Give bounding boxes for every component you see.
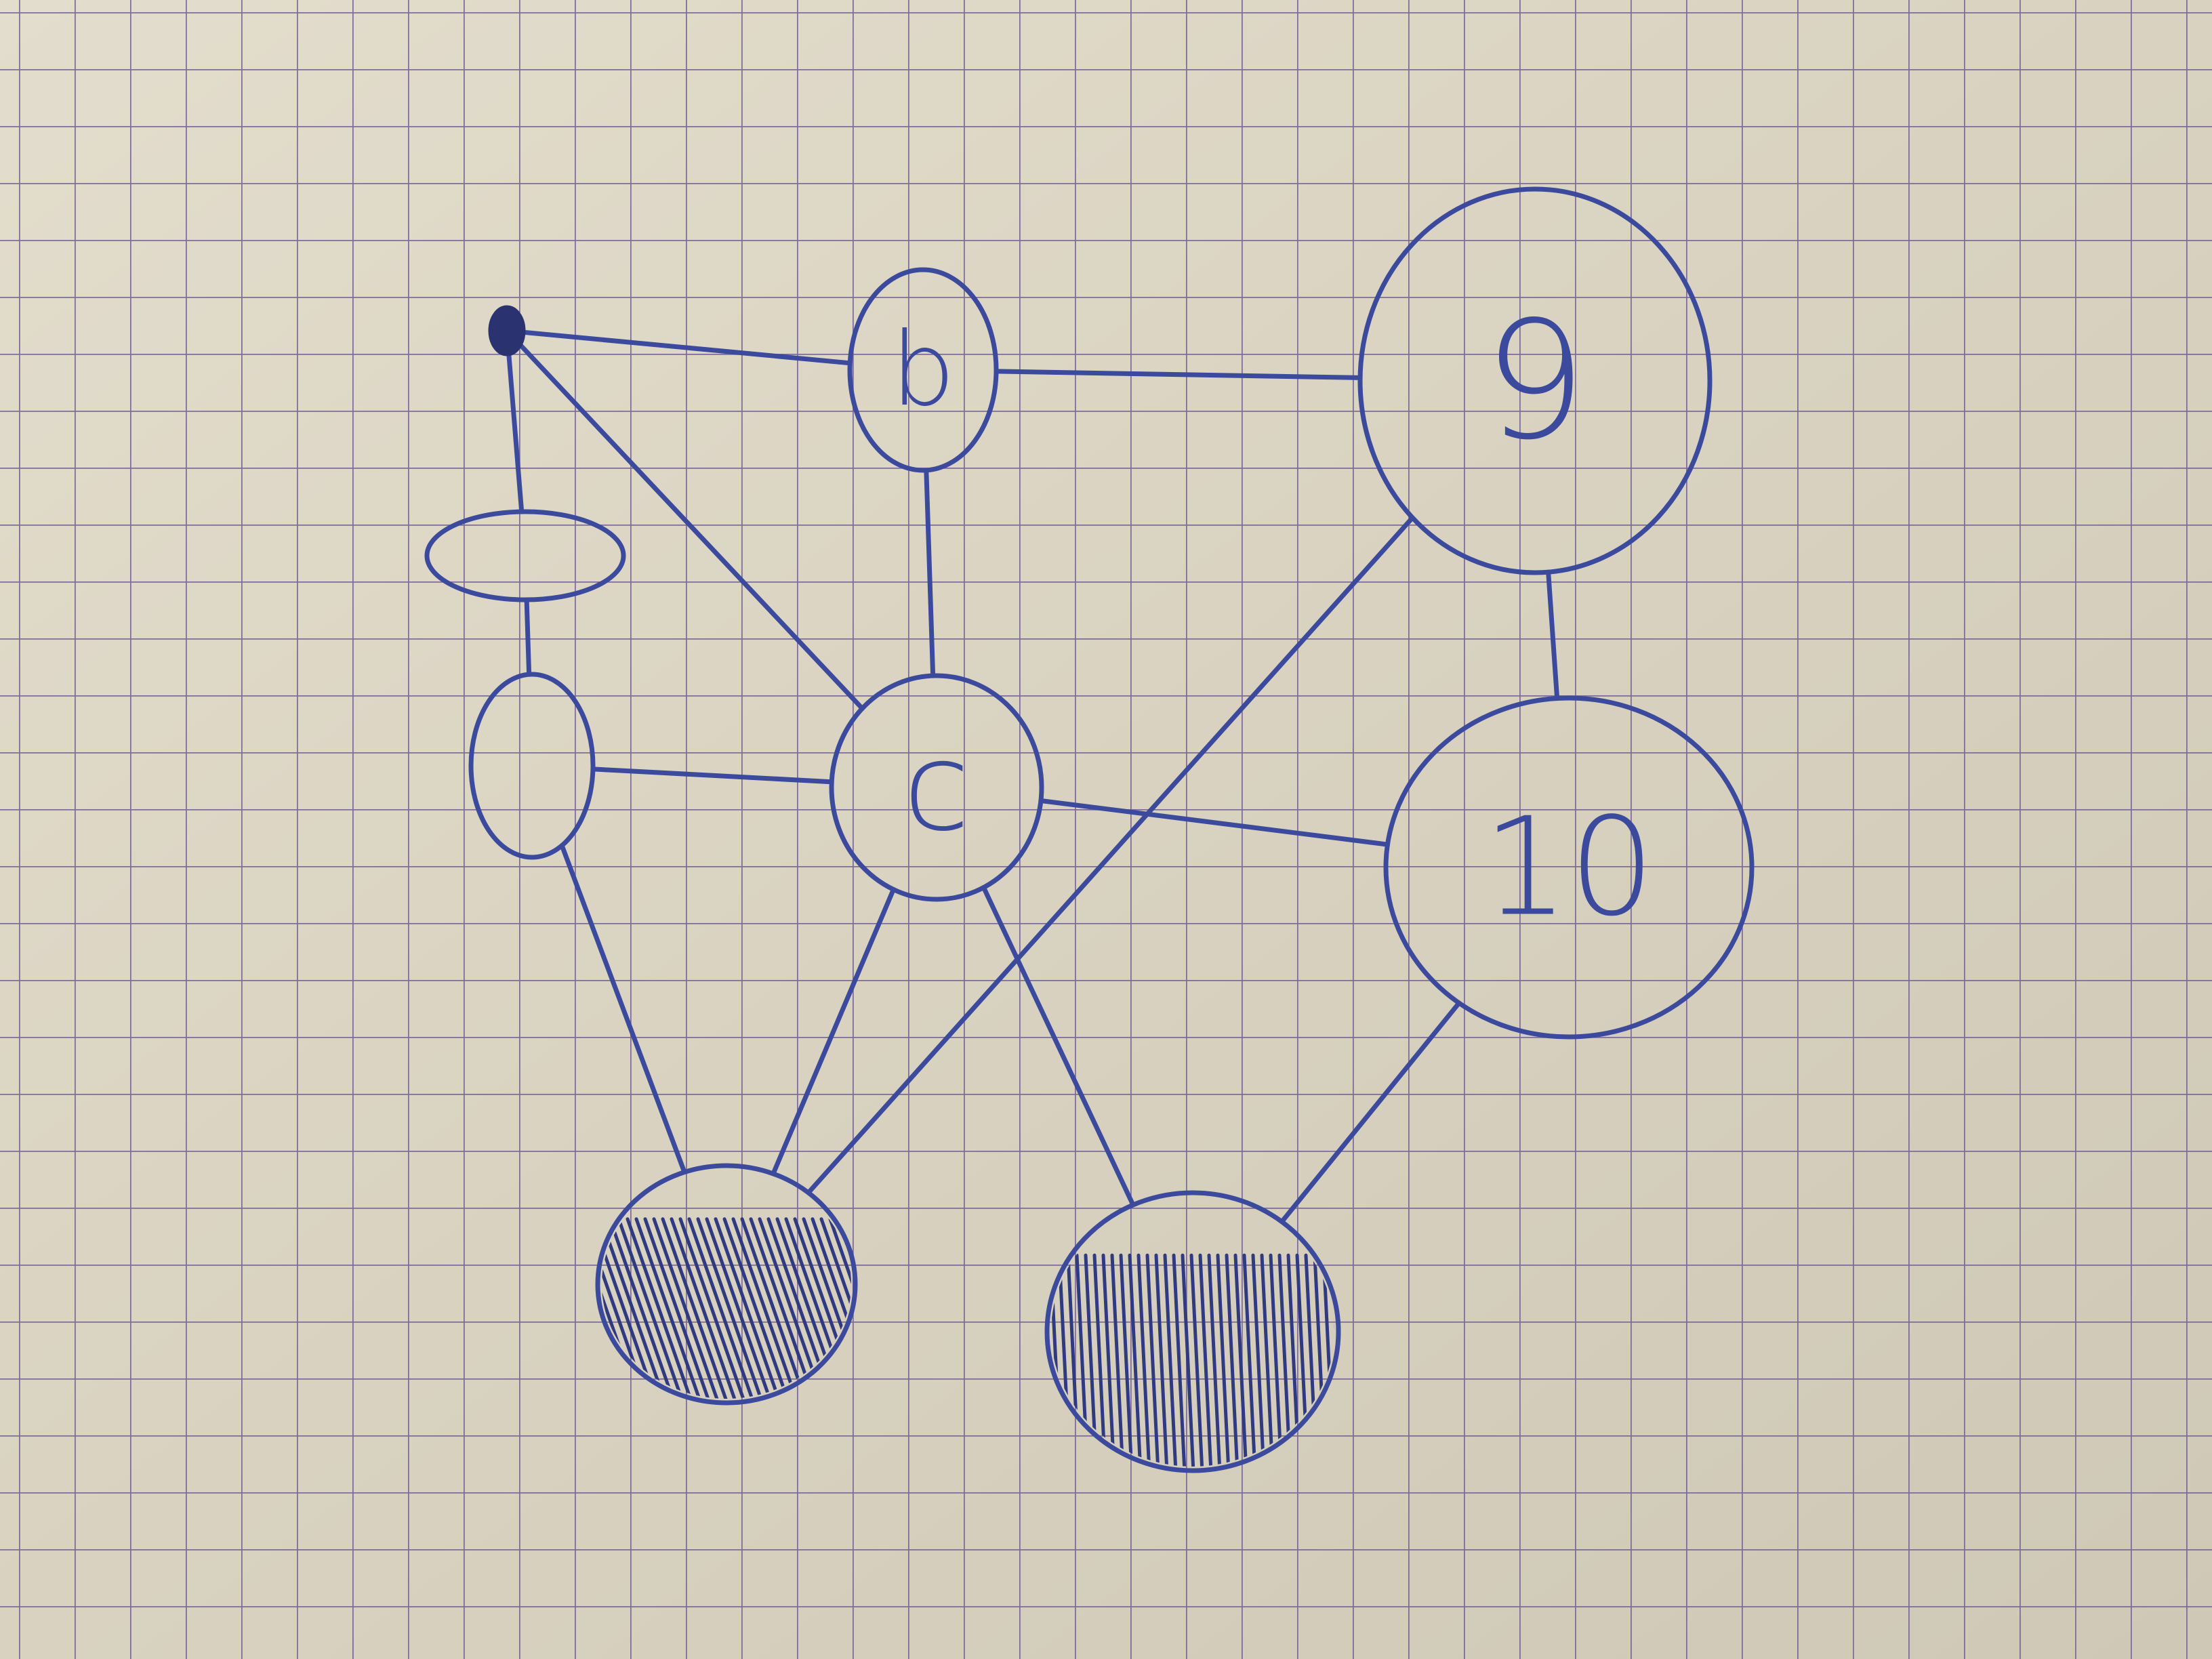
node-hatched-left bbox=[595, 1163, 858, 1406]
graph-edges bbox=[506, 329, 1560, 1225]
node-flat bbox=[424, 509, 626, 602]
node-c-shape bbox=[829, 673, 1044, 902]
node-nine-shape bbox=[1357, 186, 1713, 575]
node-left bbox=[468, 672, 596, 860]
edge-nine-hatched-left bbox=[806, 515, 1415, 1195]
node-ten: 10 bbox=[1383, 695, 1755, 1040]
node-b-label: b bbox=[890, 311, 955, 429]
node-ten-label: 10 bbox=[1483, 789, 1656, 947]
edge-left-hatched-left bbox=[559, 843, 687, 1175]
node-hatched-right bbox=[1044, 1190, 1341, 1473]
node-nine-label: 9 bbox=[1483, 286, 1587, 476]
node-c: c bbox=[829, 673, 1044, 902]
edge-dot-c bbox=[517, 342, 865, 711]
edge-left-c bbox=[590, 766, 834, 785]
edge-dot-b bbox=[520, 329, 853, 366]
graph-nodes: b 9 c 10 bbox=[424, 186, 1755, 1473]
node-hatched-right-shape bbox=[1044, 1190, 1341, 1473]
node-left-shape bbox=[468, 672, 596, 860]
edge-c-hatched-right bbox=[981, 885, 1136, 1208]
edge-c-hatched-left bbox=[771, 886, 896, 1176]
node-c-label: c bbox=[903, 717, 970, 859]
node-ten-shape bbox=[1383, 695, 1755, 1040]
edge-flat-left bbox=[524, 597, 532, 677]
edge-nine-ten bbox=[1546, 569, 1560, 701]
node-b-shape bbox=[847, 267, 999, 473]
node-hatched-left-shape bbox=[595, 1163, 858, 1406]
edge-b-nine bbox=[994, 369, 1363, 380]
edge-b-c bbox=[924, 468, 936, 678]
node-dot bbox=[488, 305, 526, 356]
node-nine: 9 bbox=[1357, 186, 1713, 575]
edge-ten-hatched-right bbox=[1279, 1000, 1462, 1225]
node-dot-shape bbox=[488, 305, 526, 356]
edge-dot-flat bbox=[506, 351, 525, 514]
edge-c-ten bbox=[1038, 798, 1390, 847]
node-b: b bbox=[847, 267, 999, 473]
node-flat-shape bbox=[424, 509, 626, 602]
